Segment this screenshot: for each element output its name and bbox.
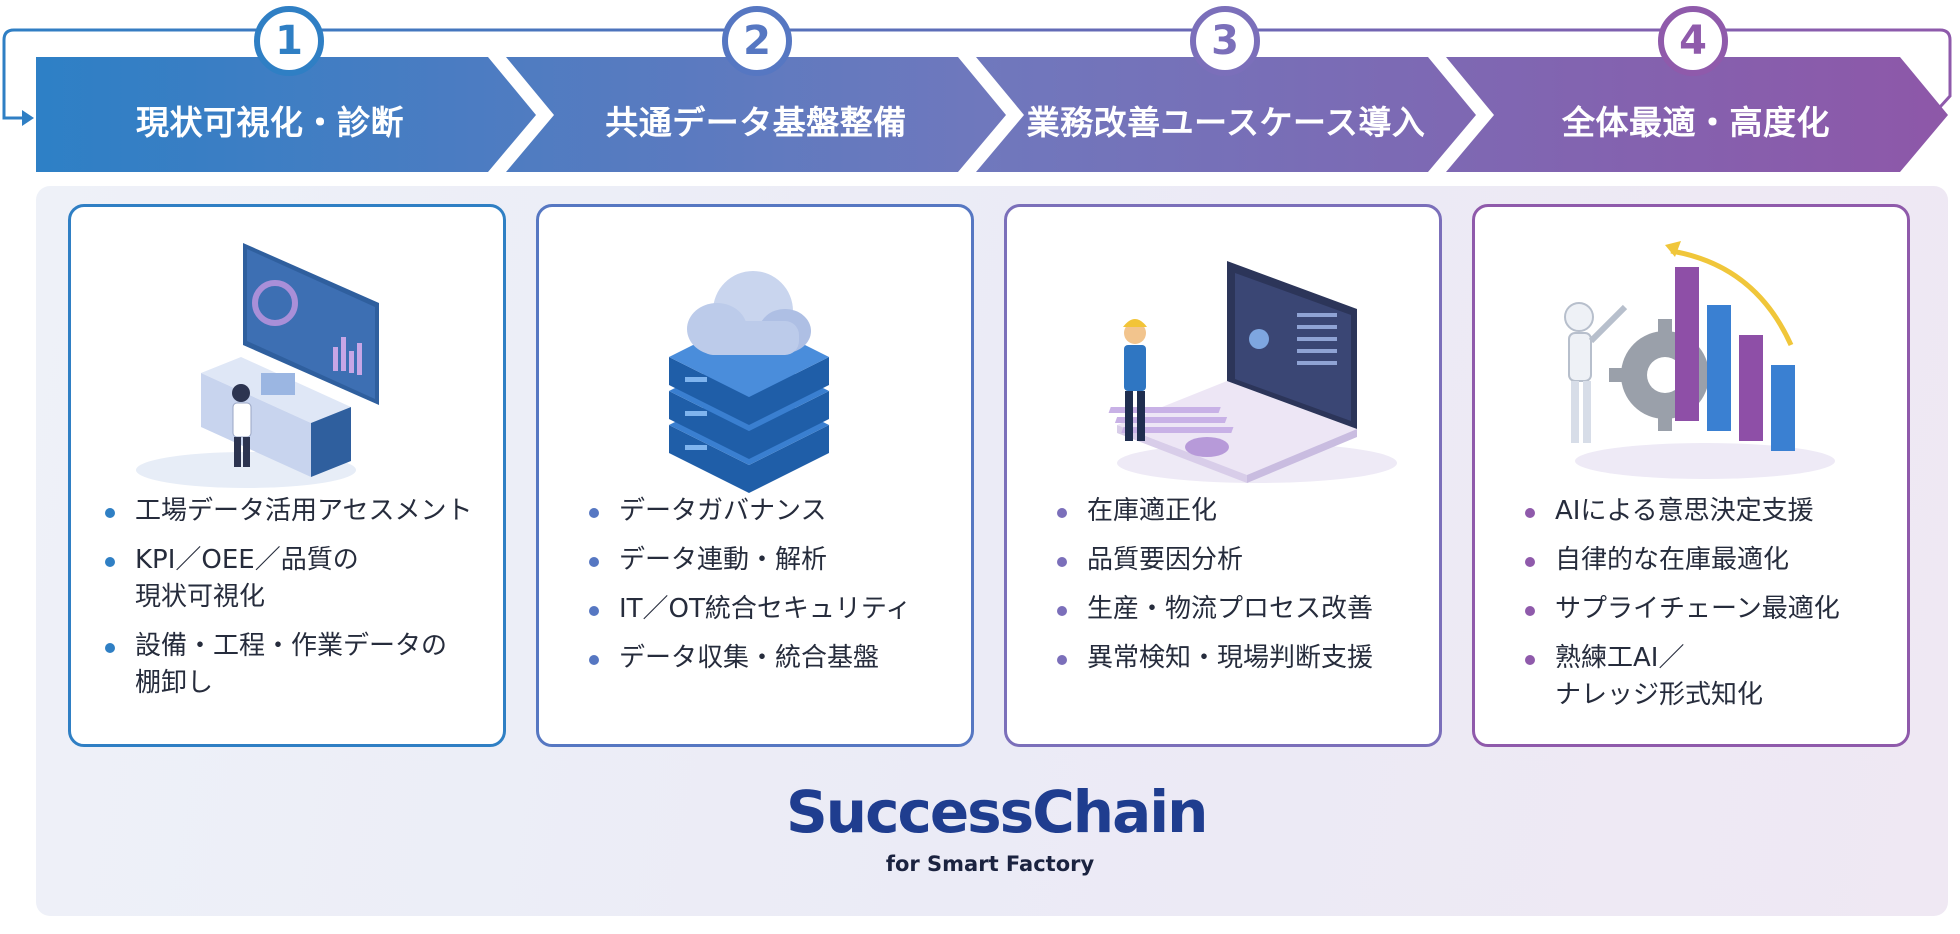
successchain-logo: SuccessChain — [786, 778, 1208, 846]
laptop-worker-icon — [1108, 261, 1397, 483]
list-item: 自律的な在庫最適化 — [1525, 542, 1905, 579]
list-item: IT／OT統合セキュリティ — [589, 591, 969, 628]
list-item: データ連動・解析 — [589, 542, 969, 579]
step-4-number: 4 — [1658, 6, 1728, 76]
list-item: データガバナンス — [589, 493, 969, 530]
chevron-3 — [976, 57, 1476, 172]
step-3-number: 3 — [1190, 6, 1260, 76]
list-item: KPI／OEE／品質の 現状可視化 — [105, 542, 485, 616]
cloud-server-icon — [669, 271, 829, 493]
step-1-number: 1 — [254, 6, 324, 76]
list-item: 設備・工程・作業データの 棚卸し — [105, 628, 485, 702]
chevron-4 — [1446, 57, 1948, 172]
step-3-title: 業務改善ユースケース導入 — [1026, 103, 1426, 142]
list-item: 工場データ活用アセスメント — [105, 493, 485, 530]
control-room-icon — [136, 243, 379, 488]
logo-tagline: for Smart Factory — [885, 852, 1095, 876]
list-item: 生産・物流プロセス改善 — [1057, 591, 1437, 628]
list-item: 品質要因分析 — [1057, 542, 1437, 579]
list-item: 熟練工AI／ ナレッジ形式知化 — [1525, 640, 1905, 714]
step-4-title: 全体最適・高度化 — [1562, 103, 1830, 142]
step-2-number: 2 — [722, 6, 792, 76]
step-3-card: 在庫適正化 品質要因分析 生産・物流プロセス改善 異常検知・現場判断支援 — [1004, 204, 1442, 747]
list-item: データ収集・統合基盤 — [589, 640, 969, 677]
loop-arrow — [2, 28, 1952, 120]
chevron-2 — [506, 57, 1006, 172]
robot-growth-chart-icon — [1564, 241, 1835, 479]
list-item: 異常検知・現場判断支援 — [1057, 640, 1437, 677]
list-item: 在庫適正化 — [1057, 493, 1437, 530]
step-2-card: データガバナンス データ連動・解析 IT／OT統合セキュリティ データ収集・統合… — [536, 204, 974, 747]
step-4-card: AIによる意思決定支援 自律的な在庫最適化 サプライチェーン最適化 熟練工AI／… — [1472, 204, 1910, 747]
step-1-card: 工場データ活用アセスメント KPI／OEE／品質の 現状可視化 設備・工程・作業… — [68, 204, 506, 747]
step-2-title: 共通データ基盤整備 — [605, 103, 907, 142]
list-item: サプライチェーン最適化 — [1525, 591, 1905, 628]
loop-arrow-head — [22, 110, 34, 126]
chevron-1 — [36, 57, 536, 172]
list-item: AIによる意思決定支援 — [1525, 493, 1905, 530]
step-1-title: 現状可視化・診断 — [136, 103, 404, 142]
